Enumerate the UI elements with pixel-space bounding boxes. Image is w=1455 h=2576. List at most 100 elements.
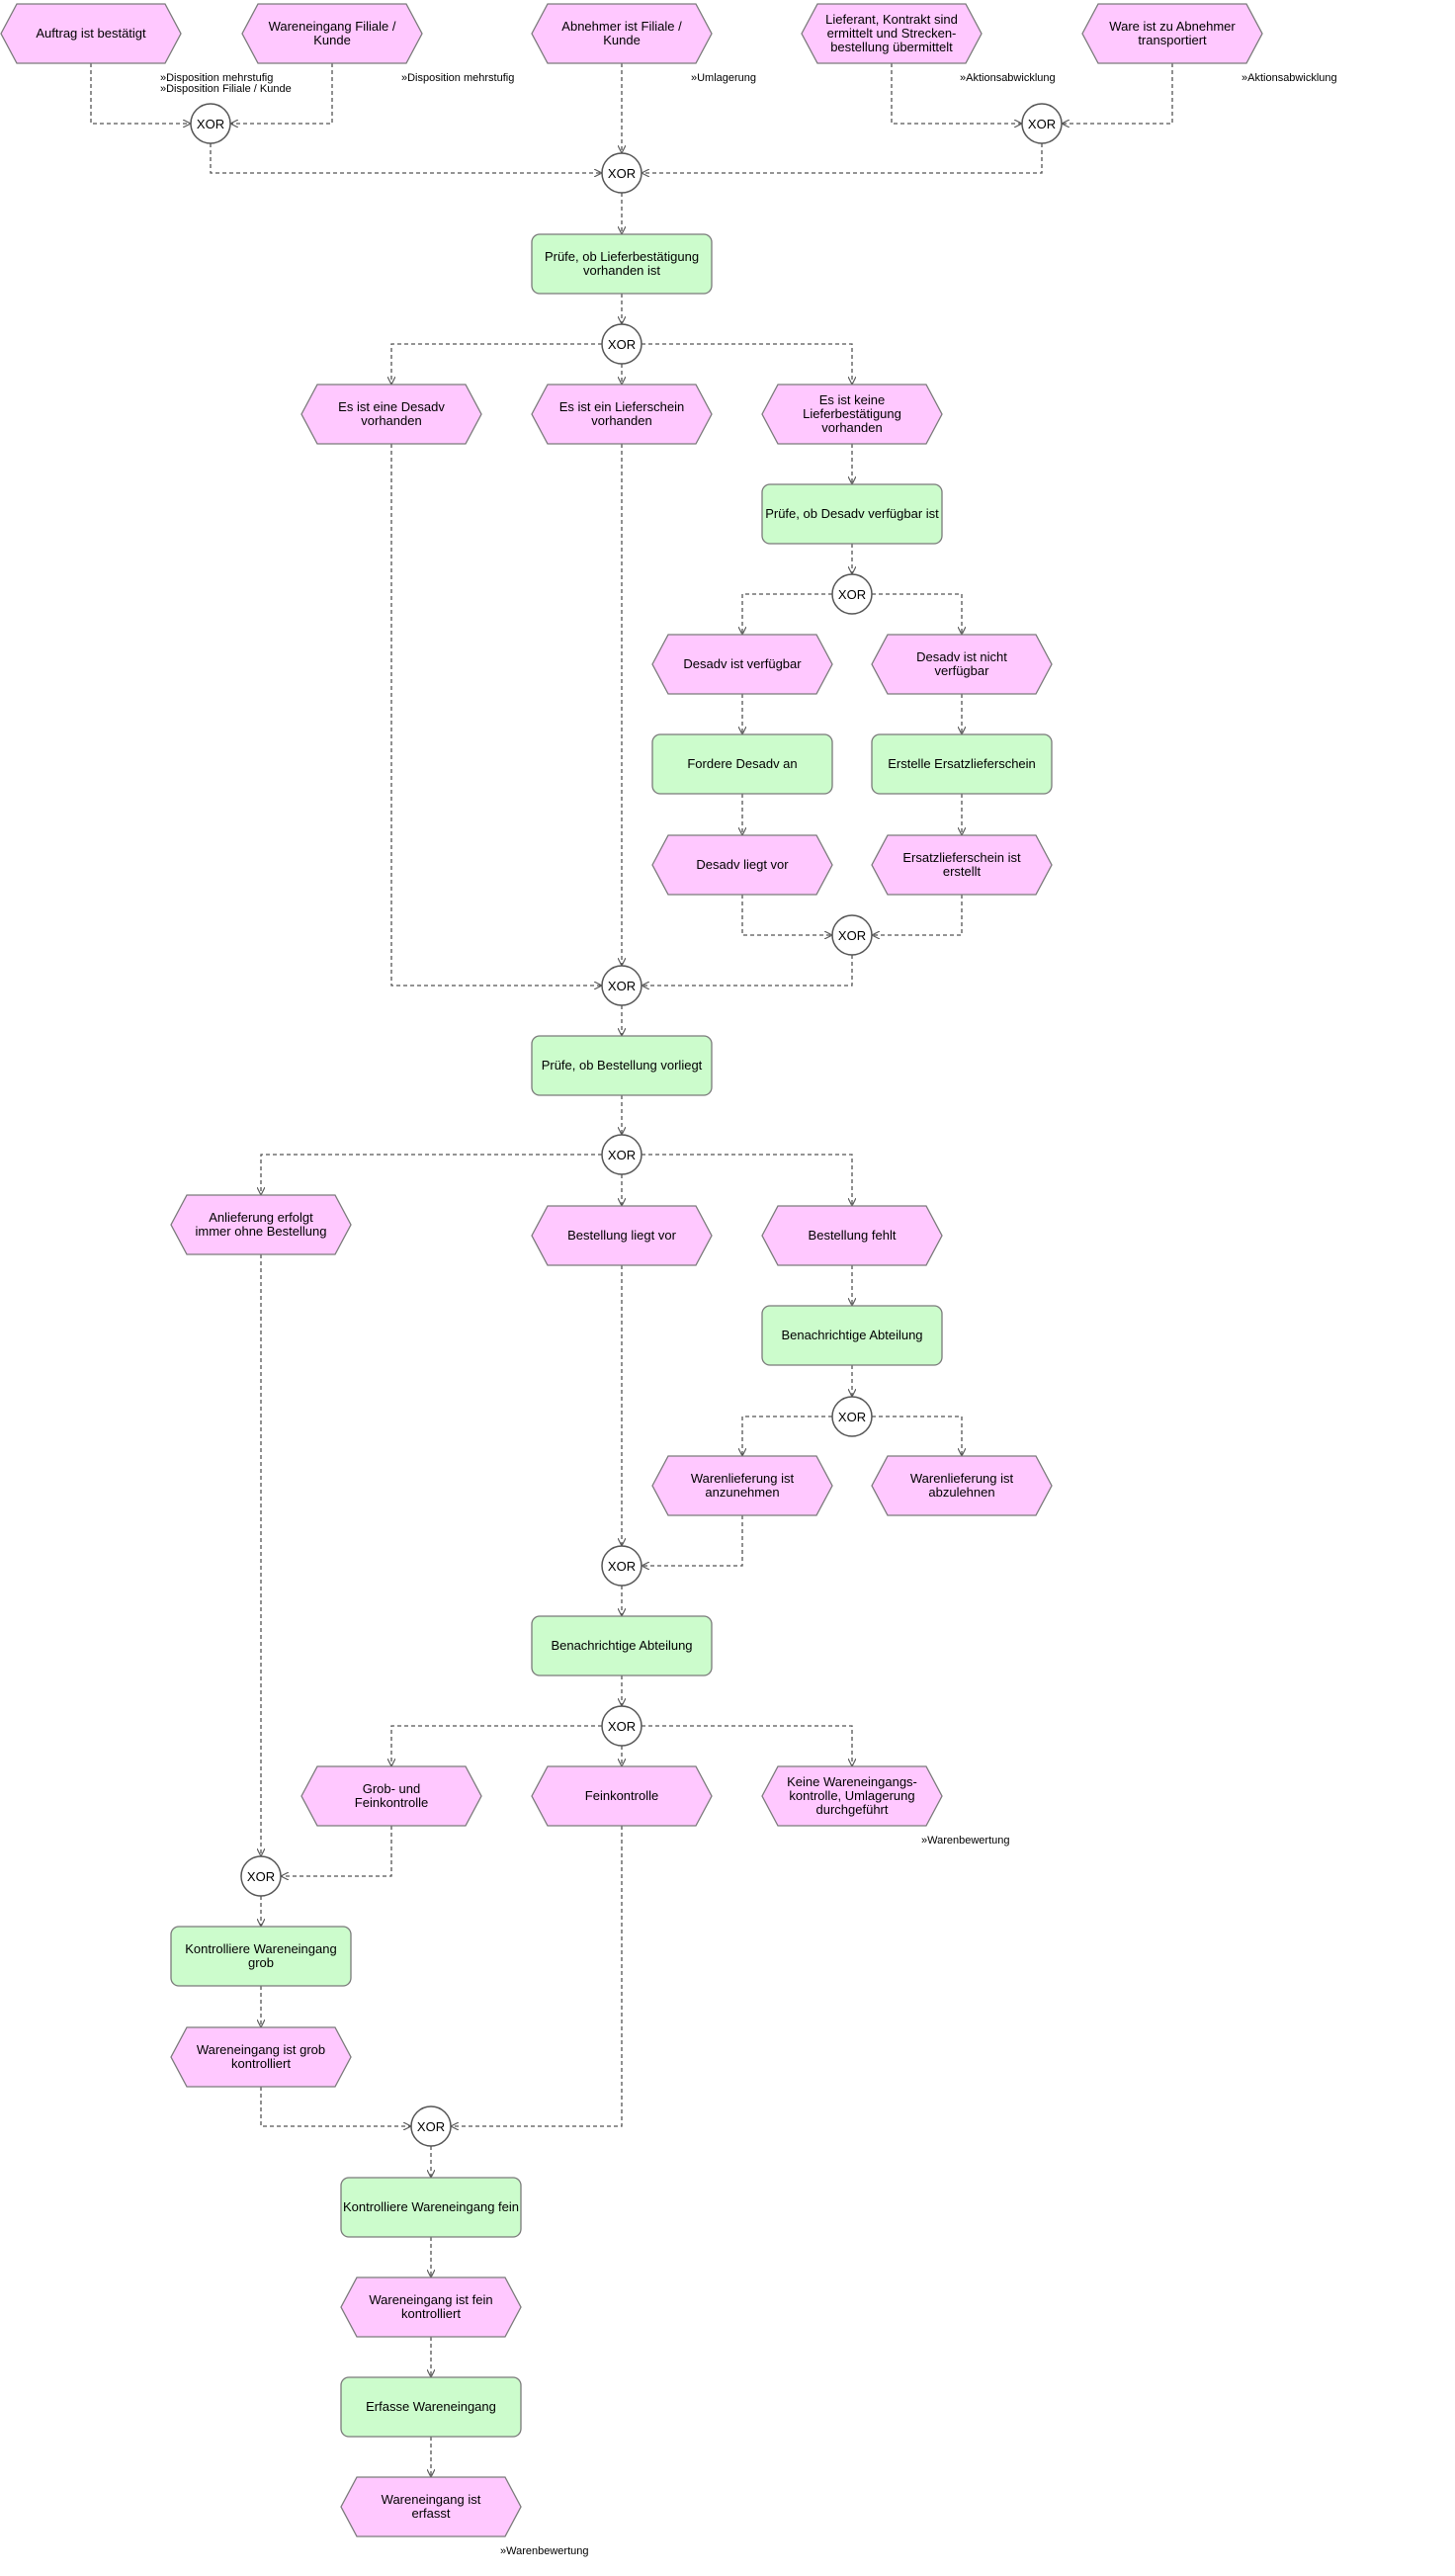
event-e-bestellung-vor-label: Bestellung liegt vor xyxy=(567,1228,677,1243)
event-shape xyxy=(761,384,943,445)
function-shape xyxy=(340,2177,522,2238)
flow-arrow xyxy=(872,895,963,935)
xor-connector: XOR xyxy=(1021,103,1063,144)
flow-arrow xyxy=(230,63,333,124)
event-e-fein-label: Feinkontrolle xyxy=(585,1788,658,1803)
xor-connector: XOR xyxy=(601,965,642,1006)
xor-connector: XOR xyxy=(601,152,642,194)
function-f-pruefe-desadv: Prüfe, ob Desadv verfügbar ist xyxy=(761,483,943,545)
function-f-benach2-label: Benachrichtige Abteilung xyxy=(551,1638,692,1653)
xor-label: XOR xyxy=(608,337,636,352)
event-shape xyxy=(531,3,713,64)
function-f-ersatz-label: Erstelle Ersatzlieferschein xyxy=(888,756,1036,771)
xor-label: XOR xyxy=(247,1869,275,1884)
event-e-desadv-vor: Desadv liegt vor xyxy=(651,834,833,896)
event-e-keine-we: Keine Wareneingangs-kontrolle, Umlagerun… xyxy=(761,1765,943,1827)
function-f-fordere: Fordere Desadv an xyxy=(651,733,833,795)
xor-circle xyxy=(240,1855,282,1897)
event-e-auftrag: Auftrag ist bestätigt xyxy=(0,3,182,64)
flow-arrow xyxy=(741,895,832,935)
flow-arrow xyxy=(391,343,602,385)
xor-connector: XOR xyxy=(190,103,231,144)
xor-label: XOR xyxy=(608,166,636,181)
event-shape xyxy=(761,1765,943,1827)
xor-circle xyxy=(1021,103,1063,144)
flow-arrow xyxy=(891,63,1022,124)
xor-label: XOR xyxy=(838,928,866,943)
function-shape xyxy=(761,1305,943,1366)
event-shape xyxy=(651,1455,833,1516)
event-shape xyxy=(340,2476,522,2537)
event-shape xyxy=(651,634,833,695)
annotation-n-disp1: »Disposition mehrstufig xyxy=(160,72,273,84)
xor-label: XOR xyxy=(608,979,636,993)
event-e-wareneingang-label: Wareneingang Filiale /Kunde xyxy=(269,19,396,47)
flow-arrow xyxy=(642,1154,852,1206)
event-shape xyxy=(241,3,423,64)
event-shape xyxy=(531,1205,713,1266)
xor-label: XOR xyxy=(608,1719,636,1734)
event-e-desadv-vor-label: Desadv liegt vor xyxy=(696,857,789,872)
annotation-n-disp3: »Disposition mehrstufig xyxy=(401,72,514,84)
xor-label: XOR xyxy=(417,2119,445,2134)
xor-circle xyxy=(410,2105,452,2147)
flow-arrow xyxy=(742,1416,832,1456)
annotation-n-disp2: »Disposition Filiale / Kunde xyxy=(160,83,292,95)
function-shape xyxy=(531,1035,713,1096)
event-shape xyxy=(761,1205,943,1266)
function-f-pruefe-desadv-label: Prüfe, ob Desadv verfügbar ist xyxy=(765,506,939,521)
xor-connector: XOR xyxy=(601,1545,642,1587)
function-f-benach1-label: Benachrichtige Abteilung xyxy=(781,1328,922,1342)
xor-connector: XOR xyxy=(410,2105,452,2147)
event-e-bestellung-vor: Bestellung liegt vor xyxy=(531,1205,713,1266)
flow-arrow xyxy=(742,593,832,635)
function-shape xyxy=(531,233,713,295)
diagram-nodes: Auftrag ist bestätigt Wareneingang Filial… xyxy=(0,3,1263,2537)
flow-arrow xyxy=(451,1826,623,2126)
flow-arrow xyxy=(642,1515,743,1566)
xor-circle xyxy=(831,1396,873,1437)
event-shape xyxy=(871,634,1053,695)
event-e-wareneingang: Wareneingang Filiale /Kunde xyxy=(241,3,423,64)
connection-lines xyxy=(90,63,1173,2477)
event-shape xyxy=(651,834,833,896)
function-shape xyxy=(651,733,833,795)
event-e-abnehmer: Abnehmer ist Filiale /Kunde xyxy=(531,3,713,64)
xor-connector: XOR xyxy=(240,1855,282,1897)
event-shape xyxy=(531,384,713,445)
event-e-bestellung-fehlt-label: Bestellung fehlt xyxy=(809,1228,897,1243)
event-shape xyxy=(300,384,482,445)
flow-arrow xyxy=(642,143,1043,173)
annotation-n-akt1: »Aktionsabwicklung xyxy=(960,72,1056,84)
xor-circle xyxy=(831,914,873,956)
event-e-keine-we-label: Keine Wareneingangs-kontrolle, Umlagerun… xyxy=(787,1774,917,1817)
flow-arrow xyxy=(872,1416,962,1456)
function-f-benach2: Benachrichtige Abteilung xyxy=(531,1615,713,1676)
function-f-fein: Kontrolliere Wareneingang fein xyxy=(340,2177,522,2238)
event-shape xyxy=(170,1194,352,1255)
xor-circle xyxy=(601,1545,642,1587)
function-f-erfasse: Erfasse Wareneingang xyxy=(340,2376,522,2438)
event-e-desadv-verf-label: Desadv ist verfügbar xyxy=(683,656,802,671)
